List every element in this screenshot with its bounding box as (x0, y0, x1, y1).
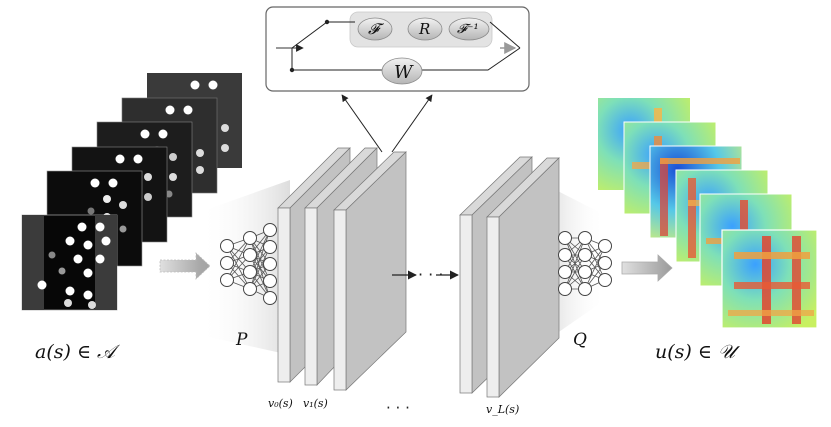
layer-label-v1: v₁(s) (303, 397, 328, 410)
network-node (220, 256, 234, 270)
network-node (243, 282, 257, 296)
network-node (263, 240, 277, 254)
op-weight: W (394, 62, 414, 83)
network-edge (249, 246, 271, 290)
network-node (598, 256, 612, 270)
network-node (578, 231, 592, 245)
network-node (598, 239, 612, 253)
network-node (558, 265, 572, 279)
lift-label: P (235, 330, 248, 350)
network-edge (249, 229, 271, 290)
network-node (578, 248, 592, 262)
network-node (558, 282, 572, 296)
layer-label-v0: v₀(s) (268, 397, 293, 410)
network-node (243, 231, 257, 245)
layer-label-vl: v_L(s) (486, 403, 519, 416)
fourier-layer-box: 𝓕 R 𝓕⁻¹ W (265, 6, 530, 92)
network-node (220, 273, 234, 287)
network-edge (226, 237, 251, 281)
projection-network-q (558, 231, 612, 296)
network-edge (564, 237, 586, 290)
layer-stack-right (459, 156, 560, 398)
network-node (578, 265, 592, 279)
input-image-stack (21, 73, 242, 311)
network-edge (249, 229, 271, 273)
network-node (243, 265, 257, 279)
ellipsis-mid: · · · (418, 265, 443, 284)
network-node (220, 239, 234, 253)
output-arrow (621, 254, 673, 282)
network-node (263, 223, 277, 237)
layer-continuation: · · · (392, 265, 459, 284)
network-node (598, 273, 612, 287)
network-node (578, 282, 592, 296)
network-node (558, 248, 572, 262)
network-edge (584, 245, 606, 290)
lift-network-p (220, 223, 277, 305)
output-field-stack (598, 98, 818, 329)
output-label: u(s) ∈ 𝒰 (655, 341, 740, 363)
op-inverse-fourier: 𝓕⁻¹ (457, 22, 479, 37)
input-label: a(s) ∈ 𝒜 (35, 341, 121, 363)
op-r: R (418, 20, 430, 38)
layer-stack-left (277, 147, 407, 391)
connector-left (341, 94, 383, 153)
network-node (558, 231, 572, 245)
network-node (263, 291, 277, 305)
project-label: Q (573, 330, 587, 350)
network-node (263, 274, 277, 288)
network-node (243, 248, 257, 262)
network-node (263, 257, 277, 271)
ellipsis-bottom: · · · (386, 399, 410, 417)
connector-right (391, 94, 433, 153)
